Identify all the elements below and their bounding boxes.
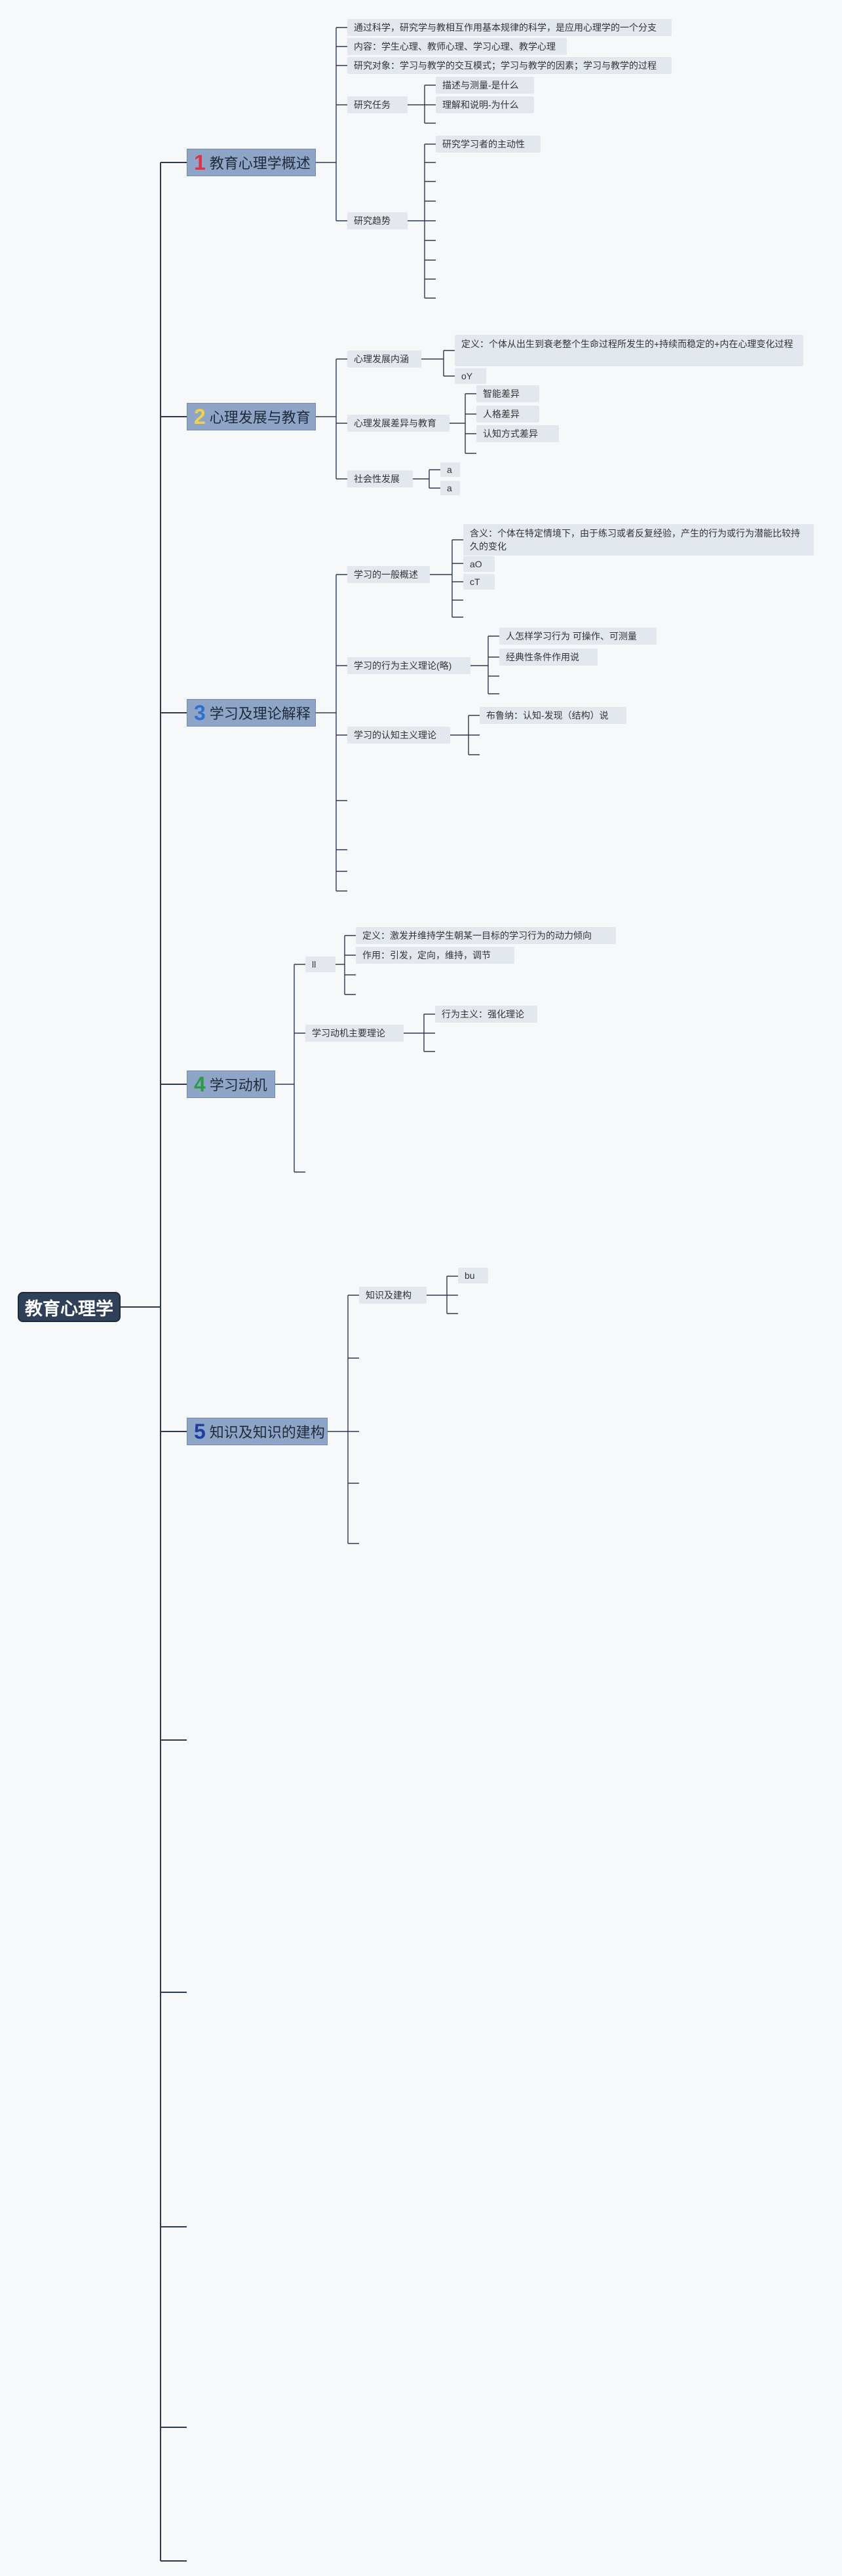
- ch2-diff-item[interactable]: 人格差异: [476, 406, 539, 423]
- ch1-content[interactable]: 内容：学生心理、教师心理、学习心理、教学心理: [347, 38, 567, 55]
- root-label: 教育心理学: [25, 1298, 113, 1319]
- leaf-label: 智能差异: [483, 388, 520, 399]
- sub-label: 知识及建构: [366, 1290, 411, 1300]
- root-node[interactable]: 教育心理学: [18, 1292, 121, 1322]
- sub-label: 社会性发展: [354, 474, 400, 484]
- ch1-task-item[interactable]: 理解和说明-为什么: [436, 96, 534, 113]
- ch2-social-item[interactable]: a: [440, 463, 460, 477]
- sub-label: 学习的行为主义理论(略): [354, 660, 452, 671]
- leaf-label: 定义：激发并维持学生朝某一目标的学习行为的动力倾向: [362, 930, 592, 941]
- ch2-diff-item[interactable]: 认知方式差异: [476, 425, 559, 442]
- chapter-number: 1: [194, 151, 206, 174]
- leaf-label: 人格差异: [483, 409, 520, 419]
- leaf-label: oY: [461, 371, 473, 381]
- leaf-label: 经典性条件作用说: [506, 652, 579, 662]
- chapter-number: 5: [194, 1420, 206, 1443]
- ch4-definition[interactable]: 定义：激发并维持学生朝某一目标的学习行为的动力倾向: [356, 927, 616, 944]
- leaf-label: a: [447, 464, 452, 475]
- ch2-diff-item[interactable]: 智能差异: [476, 385, 539, 402]
- sub-label: 研究趋势: [354, 216, 391, 226]
- sub-label: 心理发展内涵: [354, 354, 409, 364]
- leaf-label: 含义：个体在特定情境下，由于练习或者反复经验，产生的行为或行为潜能比较持久的变化: [470, 528, 800, 552]
- chapter-label: 学习及理论解释: [209, 706, 311, 722]
- leaf-label: 通过科学，研究学与教相互作用基本规律的科学，是应用心理学的一个分支: [354, 22, 657, 33]
- ch2-oy[interactable]: oY: [455, 368, 486, 384]
- ch3-cognitive-item[interactable]: 布鲁纳：认知-发现（结构）说: [480, 707, 626, 724]
- sub-label: 研究任务: [354, 100, 391, 110]
- chapter-number: 4: [194, 1072, 206, 1096]
- chapter-label: 教育心理学概述: [209, 155, 311, 172]
- leaf-label: 内容：学生心理、教师心理、学习心理、教学心理: [354, 41, 556, 52]
- ch2-difference[interactable]: 心理发展差异与教育: [347, 415, 450, 432]
- ch5-item[interactable]: bu: [458, 1268, 488, 1283]
- leaf-label: a: [447, 483, 452, 493]
- chapter-label: 心理发展与教育: [209, 409, 311, 426]
- ch5-knowledge[interactable]: 知识及建构: [359, 1287, 427, 1304]
- leaf-label: 描述与测量-是什么: [442, 80, 519, 90]
- ch3-general-item[interactable]: cT: [463, 574, 495, 590]
- ch1-task[interactable]: 研究任务: [347, 96, 408, 113]
- ch3-general[interactable]: 学习的一般概述: [347, 566, 430, 583]
- chapter-node-1[interactable]: 1 教育心理学概述: [187, 149, 316, 176]
- ch1-trend-item[interactable]: 研究学习者的主动性: [436, 136, 541, 153]
- sub-label: 学习动机主要理论: [312, 1028, 385, 1038]
- ch2-connotation[interactable]: 心理发展内涵: [347, 350, 421, 368]
- leaf-label: 理解和说明-为什么: [442, 100, 519, 110]
- leaf-label: cT: [470, 577, 480, 587]
- leaf-label: 研究学习者的主动性: [442, 139, 525, 149]
- leaf-label: 作用：引发，定向，维持，调节: [362, 950, 491, 960]
- sub-label: ll: [312, 959, 316, 970]
- ch1-task-item[interactable]: 描述与测量-是什么: [436, 77, 534, 94]
- leaf-label: aO: [470, 559, 482, 569]
- ch4-theory-item[interactable]: 行为主义：强化理论: [435, 1006, 537, 1023]
- leaf-label: bu: [465, 1270, 475, 1281]
- chapter-node-3[interactable]: 3 学习及理论解释: [187, 699, 316, 727]
- chapter-node-2[interactable]: 2 心理发展与教育: [187, 403, 316, 430]
- ch3-general-definition[interactable]: 含义：个体在特定情境下，由于练习或者反复经验，产生的行为或行为潜能比较持久的变化: [463, 524, 814, 556]
- sub-label: 学习的一般概述: [354, 569, 418, 580]
- ch2-definition[interactable]: 定义：个体从出生到衰老整个生命过程所发生的+持续而稳定的+内在心理变化过程: [455, 335, 803, 366]
- chapter-label: 学习动机: [209, 1077, 267, 1093]
- chapter-number: 3: [194, 701, 206, 725]
- ch3-cognitive[interactable]: 学习的认知主义理论: [347, 727, 450, 744]
- ch4-function[interactable]: 作用：引发，定向，维持，调节: [356, 947, 514, 964]
- ch4-theory[interactable]: 学习动机主要理论: [305, 1025, 404, 1042]
- ch1-object[interactable]: 研究对象：学习与教学的交互模式；学习与教学的因素；学习与教学的过程: [347, 57, 672, 74]
- chapter-number: 2: [194, 405, 206, 428]
- leaf-label: 行为主义：强化理论: [442, 1009, 524, 1019]
- sub-label: 心理发展差异与教育: [354, 418, 436, 428]
- leaf-label: 定义：个体从出生到衰老整个生命过程所发生的+持续而稳定的+内在心理变化过程: [461, 339, 794, 349]
- ch3-behavior[interactable]: 学习的行为主义理论(略): [347, 657, 470, 674]
- ch1-trend[interactable]: 研究趋势: [347, 212, 408, 229]
- chapter-label: 知识及知识的建构: [209, 1424, 325, 1441]
- leaf-label: 人怎样学习行为 可操作、可测量: [506, 631, 637, 641]
- ch4-ll[interactable]: ll: [305, 957, 335, 972]
- ch3-behavior-item[interactable]: 经典性条件作用说: [499, 649, 598, 666]
- leaf-label: 认知方式差异: [483, 428, 538, 439]
- ch2-social-item[interactable]: a: [440, 481, 460, 495]
- chapter-node-4[interactable]: 4 学习动机: [187, 1070, 275, 1098]
- chapter-node-5[interactable]: 5 知识及知识的建构: [187, 1418, 328, 1445]
- ch3-general-item[interactable]: aO: [463, 556, 495, 572]
- leaf-label: 研究对象：学习与教学的交互模式；学习与教学的因素；学习与教学的过程: [354, 60, 657, 71]
- sub-label: 学习的认知主义理论: [354, 730, 436, 740]
- leaf-label: 布鲁纳：认知-发现（结构）说: [486, 710, 609, 721]
- ch1-definition[interactable]: 通过科学，研究学与教相互作用基本规律的科学，是应用心理学的一个分支: [347, 19, 672, 36]
- ch3-behavior-item[interactable]: 人怎样学习行为 可操作、可测量: [499, 628, 657, 645]
- ch2-social[interactable]: 社会性发展: [347, 470, 413, 487]
